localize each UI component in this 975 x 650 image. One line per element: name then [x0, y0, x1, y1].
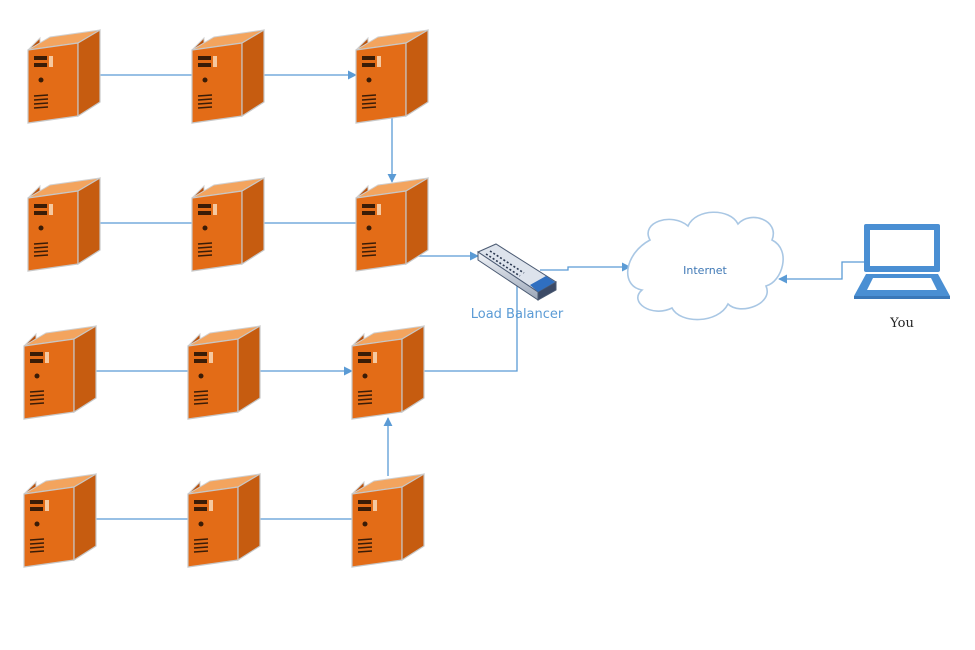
server-icon — [27, 29, 101, 124]
connector-r3c3-to-load-balancer — [424, 271, 522, 372]
server-r4c2[interactable] — [187, 473, 261, 568]
you-label: You — [889, 316, 914, 331]
server-r1c2[interactable] — [191, 29, 265, 124]
server-r4c3[interactable] — [351, 473, 425, 568]
server-icon — [187, 325, 261, 420]
connector-load-balancer-to-internet — [540, 262, 631, 272]
user-laptop[interactable]: You — [854, 224, 950, 331]
server-r4c1[interactable] — [23, 473, 97, 568]
switch-icon — [476, 243, 557, 301]
laptop-icon — [854, 224, 950, 299]
connector-laptop-to-internet — [778, 261, 864, 284]
server-r3c1[interactable] — [23, 325, 97, 420]
server-icon — [191, 177, 265, 272]
server-r1c1[interactable] — [27, 29, 101, 124]
server-r2c2[interactable] — [191, 177, 265, 272]
cloud-icon — [627, 211, 784, 321]
server-icon — [23, 473, 97, 568]
server-icon — [355, 29, 429, 124]
server-grid — [23, 29, 429, 568]
server-r1c3[interactable] — [355, 29, 429, 124]
load-balancer-label: Load Balancer — [471, 307, 564, 322]
server-icon — [27, 177, 101, 272]
server-icon — [191, 29, 265, 124]
server-icon — [23, 325, 97, 420]
server-icon — [187, 473, 261, 568]
server-r3c3[interactable] — [351, 325, 425, 420]
server-r2c3[interactable] — [355, 177, 429, 272]
server-icon — [355, 177, 429, 272]
server-r3c2[interactable] — [187, 325, 261, 420]
internet-label: Internet — [683, 264, 727, 277]
server-icon — [351, 325, 425, 420]
internet-cloud[interactable]: Internet — [627, 211, 784, 321]
load-balancer[interactable]: Load Balancer — [471, 243, 564, 322]
server-icon — [351, 473, 425, 568]
connector-layer — [96, 70, 864, 520]
server-r2c1[interactable] — [27, 177, 101, 272]
